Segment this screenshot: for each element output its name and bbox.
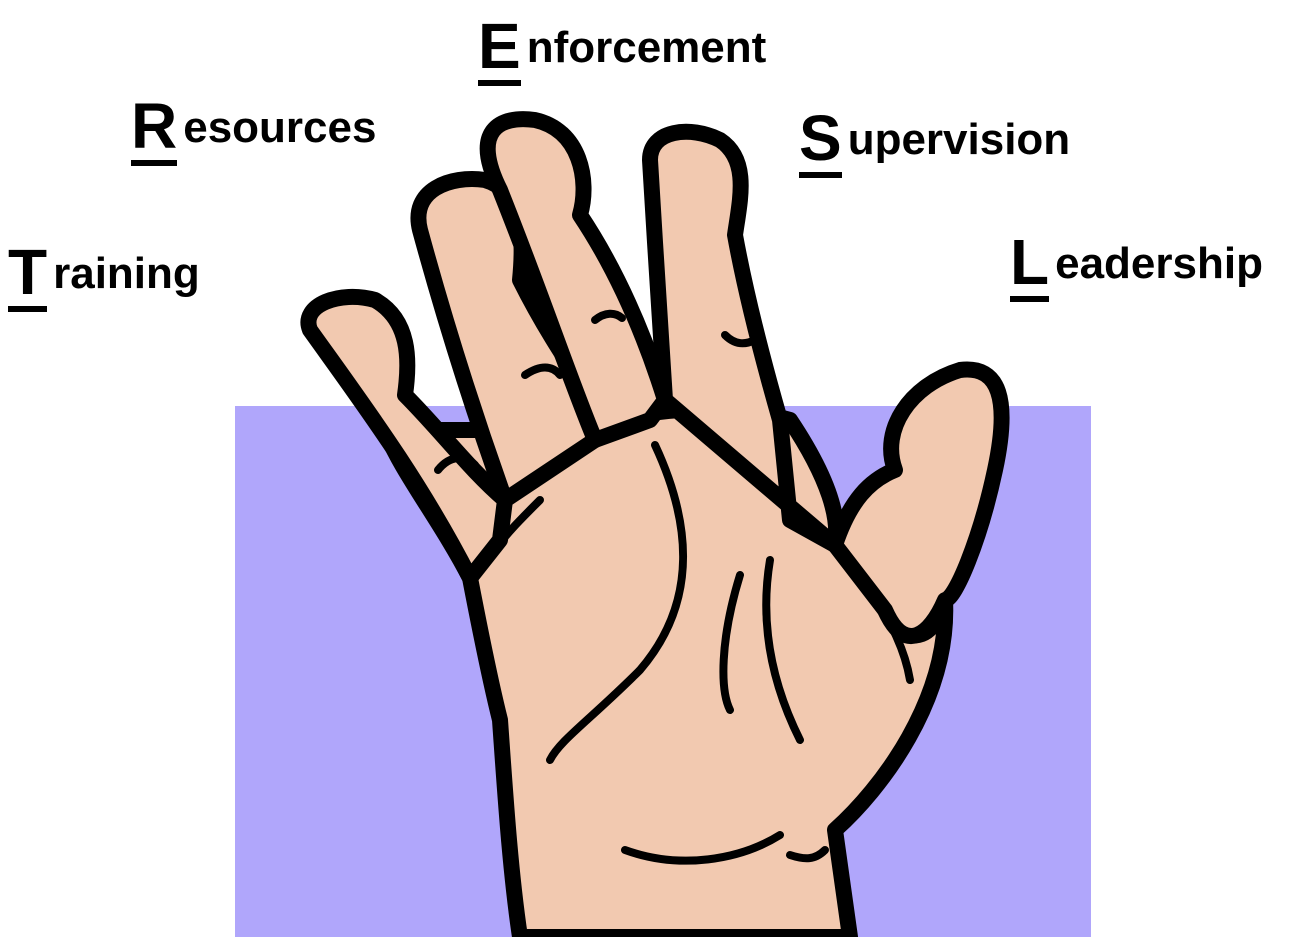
label-enforcement: E nforcement [478,14,766,86]
label-supervision: S upervision [799,106,1070,178]
initial-letter: S [799,106,842,178]
word-remainder: esources [183,106,376,150]
initial-letter: T [8,240,47,312]
word-remainder: upervision [848,118,1071,162]
word-remainder: raining [53,252,200,296]
word-remainder: eadership [1055,242,1263,286]
label-training: T raining [8,240,200,312]
label-leadership: L eadership [1010,230,1263,302]
initial-letter: L [1010,230,1049,302]
initial-letter: R [131,94,177,166]
label-resources: R esources [131,94,376,166]
word-remainder: nforcement [527,26,767,70]
initial-letter: E [478,14,521,86]
